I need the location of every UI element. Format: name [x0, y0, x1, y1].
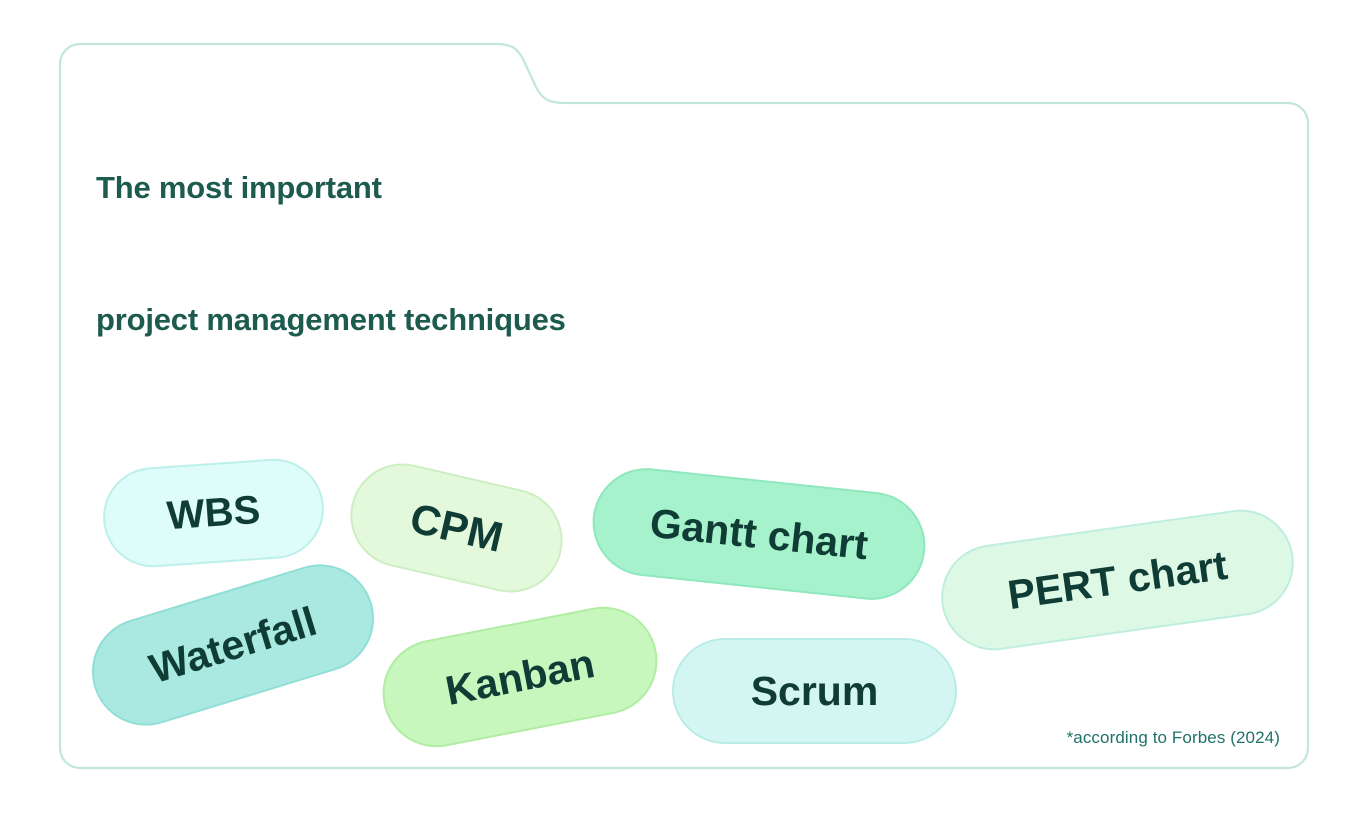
technique-pill-label: CPM [405, 494, 508, 561]
technique-pill-label: WBS [165, 487, 262, 539]
technique-pill-pert-chart[interactable]: PERT chart [934, 502, 1301, 658]
technique-pill-waterfall[interactable]: Waterfall [78, 550, 388, 740]
technique-pill-scrum[interactable]: Scrum [672, 638, 957, 744]
page-title-line-1: The most important [96, 170, 382, 206]
technique-pill-gantt-chart[interactable]: Gantt chart [587, 462, 931, 606]
technique-pill-label: Scrum [750, 667, 879, 714]
technique-pill-wbs[interactable]: WBS [99, 455, 328, 571]
page-title: The most important project management te… [96, 78, 566, 430]
technique-pill-label: Kanban [441, 639, 599, 714]
technique-pill-label: PERT chart [1004, 541, 1231, 618]
technique-pill-kanban[interactable]: Kanban [373, 597, 667, 757]
page-title-line-2: project management techniques [96, 302, 566, 338]
source-footnote: *according to Forbes (2024) [1066, 728, 1280, 747]
technique-pill-label: Waterfall [144, 597, 322, 692]
technique-pill-label: Gantt chart [647, 499, 871, 568]
technique-pill-cpm[interactable]: CPM [340, 453, 573, 603]
